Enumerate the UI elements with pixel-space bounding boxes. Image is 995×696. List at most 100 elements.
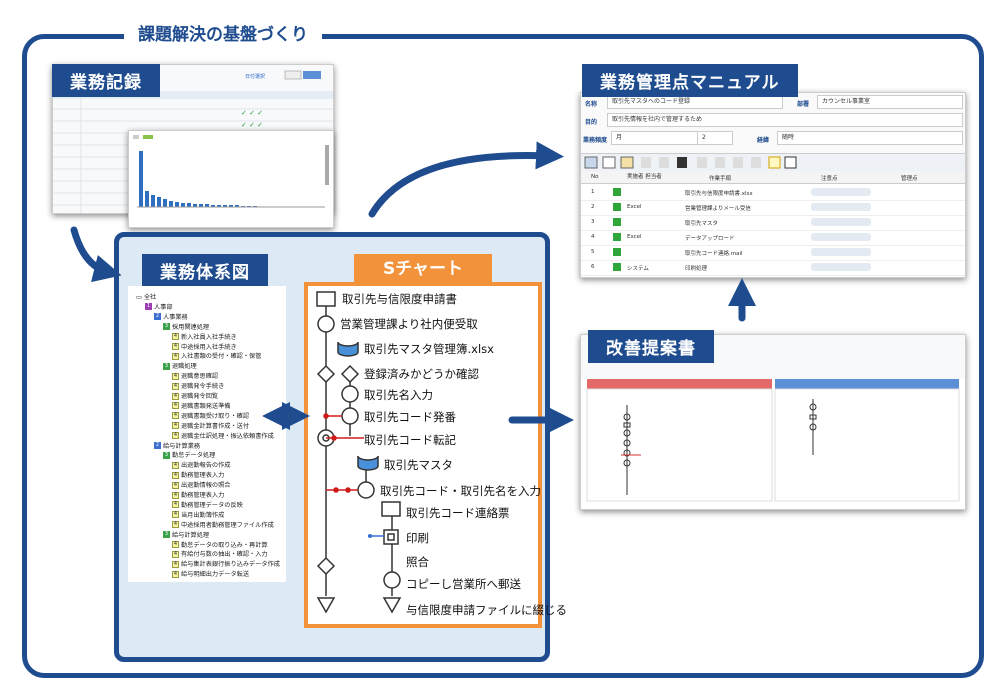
edit-icon[interactable] (613, 203, 621, 211)
blur-cell (811, 218, 871, 226)
edit-icon[interactable] (613, 248, 621, 256)
step-10: 取引先コード連絡票 (406, 506, 510, 520)
row-step: 取引先与信限度申請書.xlsx (685, 191, 753, 197)
level-badge: 4 (172, 382, 179, 390)
page-title: 課題解決の基盤づくり (124, 20, 322, 45)
f-name-label: 名称 (585, 101, 598, 108)
business-record-label: 業務記録 (52, 64, 160, 97)
step-4: 登録済みかどうか確認 (364, 367, 479, 381)
step-12: 照合 (406, 555, 429, 569)
tree-node-label: 退職発令回覧 (181, 393, 219, 400)
row-no: 5 (591, 249, 595, 255)
manual-row[interactable]: 1 取引先与信限度申請書.xlsx (581, 185, 965, 201)
tree-node-label: 勤怠データの取り込み・再計算 (181, 541, 268, 549)
level-badge: 4 (172, 541, 179, 548)
f-purpose-field[interactable]: 取引先情報を社内で管理するため (607, 113, 963, 127)
step-7: 取引先コード転記 (364, 433, 456, 447)
level-badge: 4 (172, 501, 179, 509)
proposal-label: 改善提案書 (588, 330, 714, 363)
folder-icon: ▭ (136, 294, 144, 301)
manual-row[interactable]: 2 Excel 営業管理課よりメール受信 (581, 200, 965, 216)
f-freq-num[interactable]: 2 (697, 131, 733, 145)
level-badge: 4 (172, 491, 179, 499)
manual-row[interactable]: 5 取引先コード連絡.mail (581, 245, 965, 261)
f-freq-select[interactable]: 月 (611, 131, 699, 145)
row-step: 営業管理課よりメール受信 (685, 206, 751, 212)
tree-node-label: 退職処理 (172, 363, 197, 371)
manual-row[interactable]: 4 Excel データアップロード (581, 230, 965, 246)
proposal-graphic (581, 335, 965, 502)
tree-node-label: 人事業務 (163, 313, 188, 321)
tree-node-label: 勤務管理表入力 (181, 472, 225, 480)
f-name-field[interactable]: 取引先マスタへのコード登録 (607, 95, 783, 109)
col-no: No (591, 174, 599, 180)
tree-node-label: 退職書類発送準備 (181, 402, 231, 410)
edit-icon[interactable] (613, 218, 621, 226)
edit-icon[interactable] (613, 263, 621, 271)
tree-node-label: 新入社員入社手続き (181, 333, 237, 341)
level-badge: 4 (172, 521, 179, 529)
step-3: 取引先マスタ管理簿.xlsx (364, 342, 494, 356)
s-chart-label: Sチャート (354, 254, 492, 284)
f-purpose-label: 目的 (585, 119, 598, 126)
level-badge: 4 (172, 392, 179, 400)
edit-icon[interactable] (613, 233, 621, 241)
f-dept-field[interactable]: カウンセル事業室 (817, 95, 963, 109)
edit-icon[interactable] (613, 188, 621, 196)
blur-cell (811, 233, 871, 241)
manual-row[interactable]: 3 取引先マスタ (581, 215, 965, 231)
tree-node[interactable]: ▭ 全社 (136, 292, 156, 301)
svg-text:✓ ✓ ✓: ✓ ✓ ✓ (241, 109, 263, 117)
level-badge: 4 (172, 333, 179, 341)
level-badge: 4 (172, 352, 179, 360)
f-freq-label: 業務頻度 (583, 137, 608, 144)
s-chart-box: 取引先与信限度申請書 営業管理課より社内便受取 取引先マスタ管理簿.xlsx 登… (304, 282, 567, 628)
row-no: 6 (591, 264, 595, 270)
step-9: 取引先コード・取引先名を入力 (380, 484, 541, 498)
manual-toolbar (581, 153, 965, 173)
tree-node-label: 給与明細出力データ転送 (181, 571, 250, 579)
manual-row[interactable]: 6 システム 印刷処理 (581, 260, 965, 276)
level-badge: 4 (172, 422, 179, 430)
outer-frame (22, 34, 984, 678)
tree-node-label: 出退勤報告の作成 (181, 462, 231, 470)
business-system-label: 業務体系図 (142, 254, 268, 287)
step-2: 営業管理課より社内便受取 (340, 317, 478, 331)
tree-node-label: 全社 (143, 294, 157, 301)
row-step: 取引先コード連絡.mail (685, 251, 743, 257)
tree-node-label: 人事部 (154, 303, 173, 311)
tree-node-label: 退職金計算書作成・送付 (181, 422, 250, 430)
manual-screenshot: 名称 取引先マスタへのコード登録 部署 カウンセル事業室 目的 取引先情報を社内… (580, 92, 966, 278)
f-trigger-field[interactable]: 随時 (777, 131, 963, 145)
f-dept-label: 部署 (797, 101, 810, 108)
